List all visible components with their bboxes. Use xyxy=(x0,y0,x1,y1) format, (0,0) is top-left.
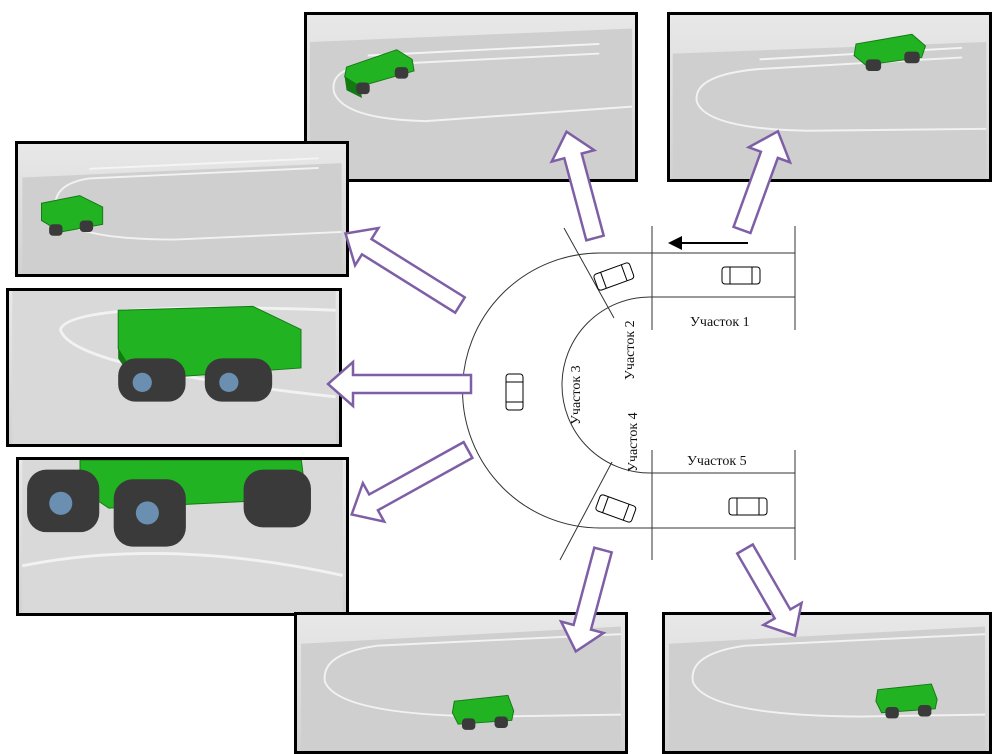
hollow-arrow-to-bottom-right xyxy=(735,542,804,638)
vehicle-icon xyxy=(721,266,761,285)
tracked-vehicle xyxy=(344,49,415,98)
simulation-panel-top-center xyxy=(304,12,638,182)
hollow-arrow-to-mid-left xyxy=(343,226,467,315)
simulation-scene xyxy=(12,291,336,444)
simulation-scene xyxy=(22,460,344,613)
simulation-scene xyxy=(301,626,621,751)
section-1-label: Участок 1 xyxy=(690,315,750,330)
section-5-label: Участок 5 xyxy=(687,454,747,469)
vehicle-icon xyxy=(728,497,768,516)
simulation-panel-mid-left xyxy=(15,141,349,277)
hollow-arrow-to-top-center xyxy=(549,129,606,242)
simulation-panel-closeup-1 xyxy=(6,288,342,447)
simulation-scene xyxy=(22,157,342,274)
section-2-label: Участок 2 xyxy=(623,320,638,380)
vehicle-icon xyxy=(593,262,635,291)
simulation-panel-closeup-2 xyxy=(16,457,349,616)
road-lines xyxy=(462,226,796,561)
tracked-vehicle xyxy=(41,195,104,236)
simulation-scene xyxy=(309,28,633,179)
tracked-vehicle-closeup xyxy=(27,460,311,547)
hollow-arrow-to-top-right xyxy=(731,129,793,235)
vehicle-icon xyxy=(505,373,524,411)
tracked-vehicle xyxy=(451,694,515,730)
simulation-panel-bottom-right xyxy=(662,612,992,754)
movement-arrow-left-icon xyxy=(668,236,748,250)
hollow-arrow-to-closeup-1 xyxy=(326,359,473,409)
simulation-scene xyxy=(668,626,986,751)
tracked-vehicle xyxy=(875,683,938,719)
tracked-vehicle-closeup xyxy=(117,305,302,402)
tracked-vehicle xyxy=(853,33,927,71)
vehicle-icon xyxy=(595,494,637,523)
section-4-label: Участок 4 xyxy=(626,412,641,472)
section-3-label: Участок 3 xyxy=(569,365,584,425)
hollow-arrow-to-bottom-center xyxy=(558,546,614,654)
simulation-panel-top-right xyxy=(667,12,992,182)
hollow-arrow-to-closeup-2 xyxy=(350,440,475,524)
